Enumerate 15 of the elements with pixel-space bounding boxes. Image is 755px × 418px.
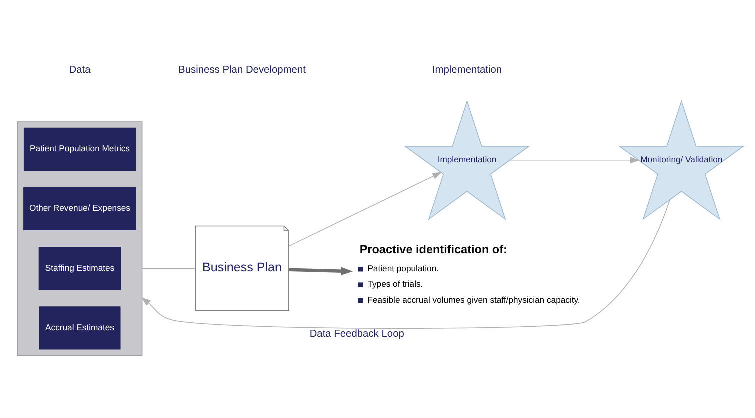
node-box: Accrual Estimates — [39, 306, 121, 350]
node-text: Proactive identification of: Patient population. Types of trials. Feasible accrual volumes given staff/physician capacity. — [360, 244, 580, 305]
cluster — [17, 122, 143, 356]
arrow — [510, 157, 640, 164]
connector — [142, 268, 196, 269]
edge-label: Data Feedback Loop — [310, 328, 404, 340]
arrow — [141, 199, 671, 329]
node-box: Staffing Estimates — [38, 247, 122, 290]
node-box: Other Revenue/ Expenses — [24, 187, 136, 231]
label: Implementation — [432, 64, 502, 76]
label: Business Plan Development — [178, 64, 306, 76]
label: Data — [69, 64, 91, 76]
arrow — [288, 172, 442, 247]
arrow — [289, 267, 354, 276]
node-box: Patient Population Metrics — [24, 128, 136, 171]
